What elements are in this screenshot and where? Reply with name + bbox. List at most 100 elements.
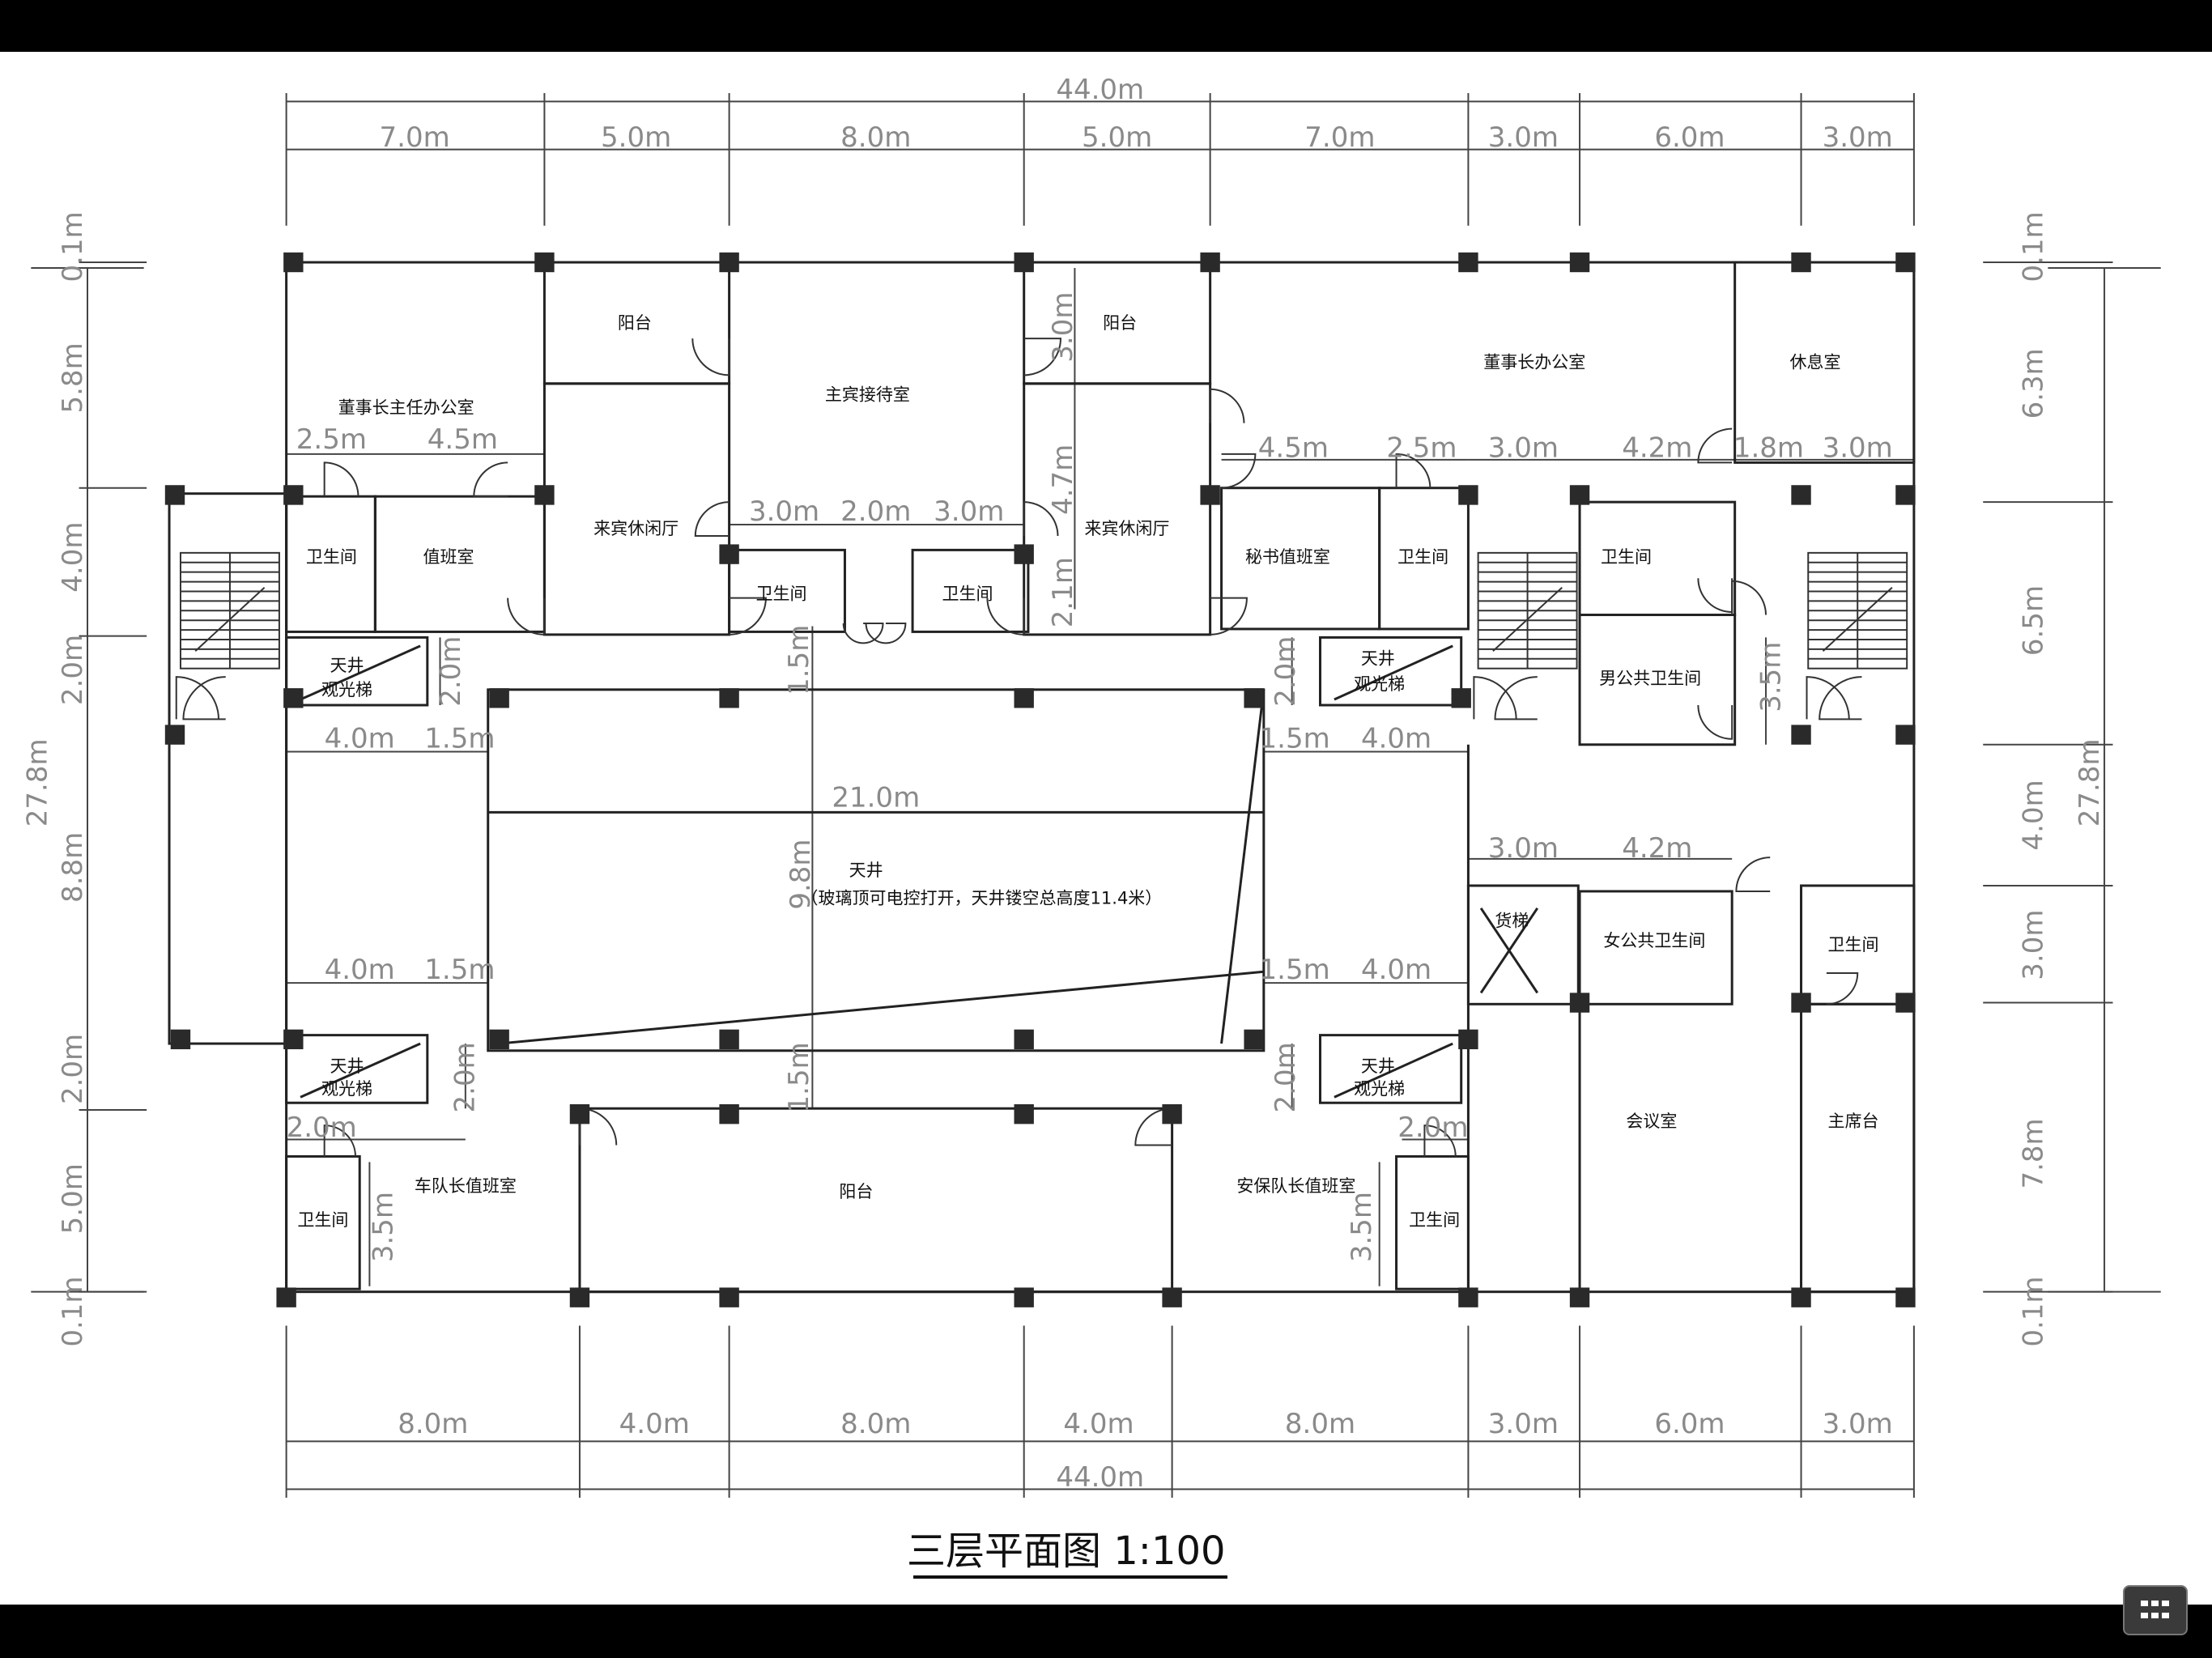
door-6 xyxy=(986,597,1025,636)
column xyxy=(1014,1287,1034,1307)
wall-duty-room xyxy=(373,495,546,633)
dim-inner-d25: 3.0m xyxy=(1488,832,1559,865)
dim-inner-d3: 3.0m xyxy=(749,495,819,528)
drawing-title: 三层平面图 1:100 xyxy=(907,1528,1226,1574)
room-label-freight-lift: 货梯 xyxy=(1495,911,1529,930)
room-label-fleet-room: 车队长值班室 xyxy=(415,1176,517,1196)
dim-top-5: 3.0m xyxy=(1488,121,1559,154)
column xyxy=(283,1029,304,1050)
door-4 xyxy=(507,597,546,636)
dim-bottom-2: 8.0m xyxy=(840,1408,911,1440)
dim-inner-d24: 9.8m xyxy=(785,839,817,909)
column xyxy=(1895,993,1916,1013)
dim-left-0: 0.1m xyxy=(57,211,89,282)
dim-right-1: 6.3m xyxy=(2017,348,2049,419)
room-label-sightseeing-bl: 观光梯 xyxy=(321,1079,372,1099)
door-30 xyxy=(865,622,907,644)
dim-bottom-4: 8.0m xyxy=(1285,1408,1355,1440)
dim-inner-d18: 3.5m xyxy=(1755,642,1787,712)
column xyxy=(1014,1029,1034,1050)
dim-top-6: 6.0m xyxy=(1654,121,1725,154)
dim-inner-d12: 3.0m xyxy=(1047,292,1079,363)
door-26 xyxy=(1494,676,1538,721)
room-label-balcony-right: 阳台 xyxy=(1103,313,1137,333)
door-8 xyxy=(323,461,359,497)
door-22 xyxy=(1209,388,1245,423)
dim-inner-d30: 4.0m xyxy=(1361,954,1431,986)
dim-inner-d4: 2.0m xyxy=(840,495,911,528)
sightseeing-lift-line-2 xyxy=(300,1042,421,1099)
atrium-diagonal xyxy=(1220,689,1266,1044)
dim-top-3: 5.0m xyxy=(1082,121,1152,154)
door-11 xyxy=(1395,453,1431,488)
column xyxy=(1569,485,1590,505)
dim-inner-d17: 2.0m xyxy=(1270,636,1302,707)
column xyxy=(719,1103,739,1124)
dim-bottom-1: 4.0m xyxy=(619,1408,690,1440)
column xyxy=(1569,993,1590,1013)
room-label-duty-room: 值班室 xyxy=(423,547,474,567)
room-label-secretary-room: 秘书值班室 xyxy=(1245,547,1330,567)
walls xyxy=(168,261,1916,1294)
door-2 xyxy=(694,501,730,537)
column xyxy=(1458,1287,1478,1307)
door-19 xyxy=(1423,1124,1457,1157)
dim-left-7: 0.1m xyxy=(57,1276,89,1346)
room-label-toilet-2: 卫生间 xyxy=(756,584,807,603)
dim-inner-d26: 4.2m xyxy=(1622,832,1692,865)
door-28 xyxy=(1819,676,1862,721)
door-13 xyxy=(1697,578,1733,614)
room-label-atrium-tl: 天井 xyxy=(330,656,364,675)
dim-bottom-7: 3.0m xyxy=(1823,1408,1893,1440)
column xyxy=(1014,688,1034,708)
dim-inner-d37: 3.5m xyxy=(1346,1192,1378,1262)
dim-left-6: 5.0m xyxy=(57,1163,89,1234)
column xyxy=(719,1029,739,1050)
column xyxy=(1569,1287,1590,1307)
freight-lift-cross xyxy=(1479,908,1539,994)
room-label-female-toilet: 女公共卫生间 xyxy=(1603,931,1705,950)
dim-right-2: 6.5m xyxy=(2017,585,2049,656)
wall-podium xyxy=(1800,1002,1916,1294)
dim-inner-d19: 4.0m xyxy=(325,722,395,755)
dim-inner-d31: 2.0m xyxy=(449,1042,481,1112)
door-3 xyxy=(1023,501,1059,536)
door-12 xyxy=(1697,427,1733,464)
room-label-toilet-5: 卫生间 xyxy=(1601,547,1652,567)
dim-top-0: 7.0m xyxy=(380,121,450,154)
column xyxy=(1791,252,1811,273)
column xyxy=(1451,688,1471,708)
dim-inner-d27: 4.0m xyxy=(325,954,395,986)
grid-view-button[interactable] xyxy=(2123,1585,2188,1635)
room-label-meeting-room: 会议室 xyxy=(1626,1112,1677,1131)
room-label-toilet-1: 卫生间 xyxy=(306,547,357,567)
column xyxy=(1895,252,1916,273)
wall-atrium-bl xyxy=(285,1034,429,1104)
column xyxy=(719,544,739,564)
dim-bottom-0: 8.0m xyxy=(398,1408,468,1440)
room-label-security-room: 安保队长值班室 xyxy=(1236,1176,1355,1196)
wall-atrium-main xyxy=(487,688,1266,1052)
room-label-sightseeing-tl: 观光梯 xyxy=(321,680,372,699)
dim-inner-d13: 4.7m xyxy=(1047,444,1079,515)
column xyxy=(1162,1287,1182,1307)
dim-right-3: 4.0m xyxy=(2017,780,2049,850)
room-label-reception: 主宾接待室 xyxy=(825,385,910,405)
door-24 xyxy=(182,676,226,721)
column xyxy=(1791,485,1811,505)
sightseeing-lift-line-3 xyxy=(1334,1042,1453,1099)
column xyxy=(164,725,185,745)
room-label-sightseeing-br: 观光梯 xyxy=(1354,1079,1405,1099)
door-27 xyxy=(1806,676,1850,720)
dim-inner-d2: 4.5m xyxy=(428,423,498,456)
grid-icon xyxy=(2141,1601,2169,1618)
dim-inner-d23: 21.0m xyxy=(832,781,920,814)
wall-toilet-2 xyxy=(728,548,846,633)
dim-left-4: 8.8m xyxy=(57,832,89,903)
room-label-toilet-3: 卫生间 xyxy=(942,584,993,603)
door-16 xyxy=(1735,857,1771,892)
stair-right-arrow xyxy=(1822,586,1893,653)
door-29 xyxy=(842,622,884,644)
column xyxy=(1200,252,1220,273)
